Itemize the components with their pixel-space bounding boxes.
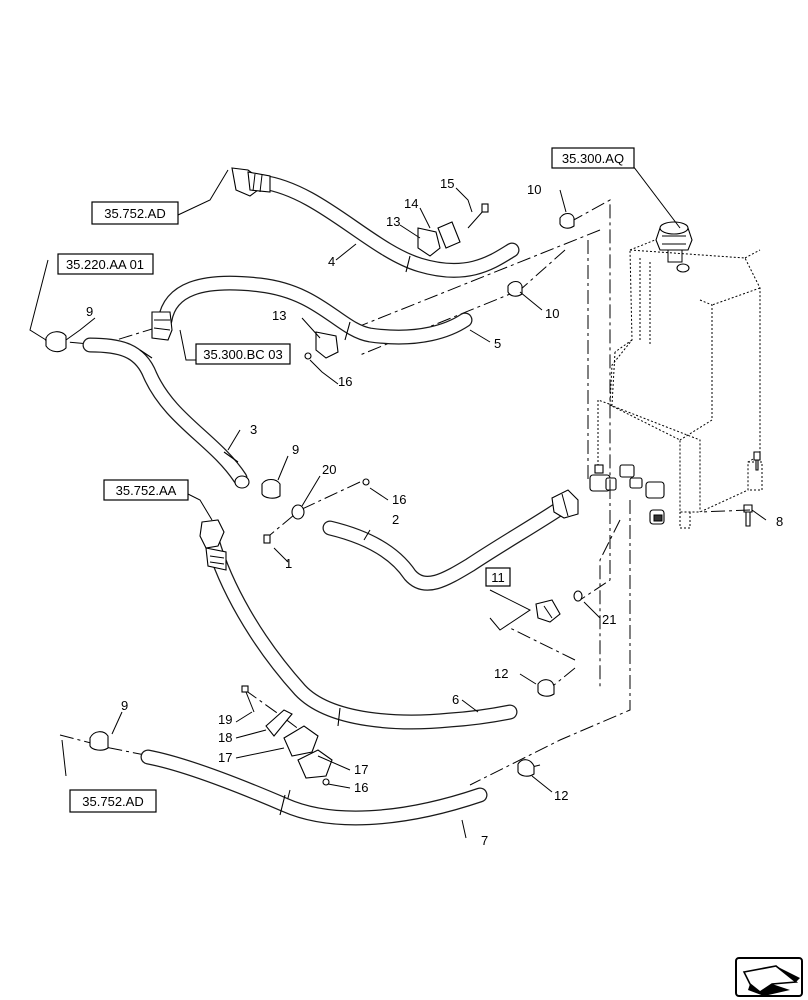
callout-9: 9 — [86, 304, 93, 319]
callout-numbers: 1 2 3 4 5 6 7 8 9 9 9 10 10 12 12 13 13 … — [86, 176, 783, 848]
callout-18: 18 — [218, 730, 232, 745]
ref-box-35-752-ad-top — [91, 201, 179, 225]
ref-label: 35.300.BC 03 — [203, 347, 283, 362]
callout-3: 3 — [250, 422, 257, 437]
ref-label: 35.752.AD — [82, 794, 143, 809]
callout-9: 9 — [121, 698, 128, 713]
callout-17: 17 — [218, 750, 232, 765]
callout-11: 11 — [491, 570, 505, 585]
hose-6 — [199, 519, 518, 730]
callout-19: 19 — [218, 712, 232, 727]
ref-label: 35.752.AD — [104, 206, 165, 221]
hose-2 — [322, 489, 579, 591]
callout-8: 8 — [776, 514, 783, 529]
ref-label: 35.300.AQ — [562, 151, 624, 166]
ref-label: 35.752.AA — [116, 483, 177, 498]
reference-labels: 35.752.AD 35.220.AA 01 35.300.BC 03 35.7… — [57, 147, 635, 813]
callout-20: 20 — [322, 462, 336, 477]
callout-15: 15 — [440, 176, 454, 191]
ref-box-35-220-aa-01 — [57, 253, 154, 275]
hose-7 — [140, 749, 488, 826]
ref-box-35-752-ad-bottom — [69, 789, 157, 813]
callout-14: 14 — [404, 196, 418, 211]
hose-4 — [231, 167, 520, 278]
callout-13: 13 — [272, 308, 286, 323]
callout-16: 16 — [338, 374, 352, 389]
callout-5: 5 — [494, 336, 501, 351]
hose-3 — [82, 337, 250, 489]
ref-box-35-300-aq — [551, 147, 635, 169]
callout-21: 21 — [602, 612, 616, 627]
callout-12: 12 — [554, 788, 568, 803]
callout-1: 1 — [285, 556, 292, 571]
next-page-arrow-icon[interactable] — [735, 957, 803, 997]
callout-17: 17 — [354, 762, 368, 777]
hydraulic-tank — [589, 221, 763, 529]
callout-9: 9 — [292, 442, 299, 457]
ref-label: 35.220.AA 01 — [66, 257, 144, 272]
callout-16: 16 — [392, 492, 406, 507]
callout-13: 13 — [386, 214, 400, 229]
hose-5 — [151, 275, 473, 345]
callout-16: 16 — [354, 780, 368, 795]
callout-10: 10 — [527, 182, 541, 197]
clamps-and-fasteners — [45, 203, 583, 786]
ref-box-35-300-bc-03 — [195, 343, 291, 365]
tank-fittings — [589, 464, 665, 525]
callout-7: 7 — [481, 833, 488, 848]
callout-4: 4 — [328, 254, 335, 269]
callout-6: 6 — [452, 692, 459, 707]
callout-2: 2 — [392, 512, 399, 527]
ref-box-35-752-aa — [103, 479, 189, 501]
ref-box-11 — [485, 567, 511, 587]
callout-12: 12 — [494, 666, 508, 681]
callout-10: 10 — [545, 306, 559, 321]
